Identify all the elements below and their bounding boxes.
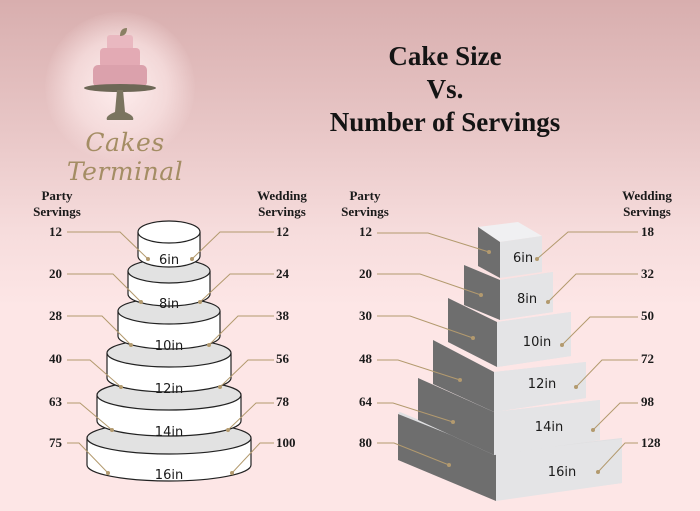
round-cake-figure xyxy=(86,220,252,482)
round-wedding-header-1: Wedding xyxy=(257,188,307,203)
square-tier-8in-label: 8in xyxy=(517,292,537,307)
square-wedding-values: 18 32 50 72 98 128 xyxy=(641,224,661,450)
title-line-1: Cake Size xyxy=(388,41,502,71)
square-party-header-1: Party xyxy=(349,188,381,203)
square-party-16in: 80 xyxy=(359,435,372,450)
square-party-8in: 20 xyxy=(359,266,372,281)
square-wedding-14in: 98 xyxy=(641,394,655,409)
round-wedding-6in: 12 xyxy=(276,224,289,239)
square-tier-14in-label: 14in xyxy=(535,420,563,435)
square-party-values: 12 20 30 48 64 80 xyxy=(359,224,373,450)
round-tier-16in-label: 16in xyxy=(155,468,183,483)
square-wedding-8in: 32 xyxy=(641,266,654,281)
square-wedding-header-1: Wedding xyxy=(622,188,672,203)
round-party-values: 12 20 28 40 63 75 xyxy=(49,224,63,450)
square-tier-10in-label: 10in xyxy=(523,335,551,350)
square-party-10in: 30 xyxy=(359,308,372,323)
square-cake-figure xyxy=(398,222,622,501)
round-wedding-10in: 38 xyxy=(276,308,290,323)
logo-cake-icon xyxy=(84,28,156,120)
square-leader-lines xyxy=(377,231,638,473)
round-wedding-12in: 56 xyxy=(276,351,290,366)
title-line-3: Number of Servings xyxy=(329,107,561,137)
round-party-14in: 63 xyxy=(49,394,63,409)
round-leader-dots xyxy=(106,257,234,475)
round-party-12in: 40 xyxy=(49,351,62,366)
round-party-header-1: Party xyxy=(41,188,73,203)
round-tier-6in-label: 6in xyxy=(159,253,179,268)
round-tier-10in-label: 10in xyxy=(155,339,183,354)
round-wedding-header-2: Servings xyxy=(258,204,306,219)
square-leader-dots xyxy=(447,250,600,474)
square-party-14in: 64 xyxy=(359,394,373,409)
square-party-6in: 12 xyxy=(359,224,372,239)
round-tier-12in-label: 12in xyxy=(155,382,183,397)
square-party-header-2: Servings xyxy=(341,204,389,219)
title-line-2: Vs. xyxy=(426,74,464,104)
round-party-10in: 28 xyxy=(49,308,63,323)
round-wedding-values: 12 24 38 56 78 100 xyxy=(276,224,296,450)
square-tier-6in-label: 6in xyxy=(513,251,533,266)
round-tier-14in-label: 14in xyxy=(155,425,183,440)
square-wedding-10in: 50 xyxy=(641,308,654,323)
square-wedding-12in: 72 xyxy=(641,351,654,366)
round-tier-8in-label: 8in xyxy=(159,297,179,312)
square-wedding-header-2: Servings xyxy=(623,204,671,219)
round-wedding-16in: 100 xyxy=(276,435,296,450)
round-wedding-8in: 24 xyxy=(276,266,290,281)
round-leader-lines xyxy=(67,231,274,474)
square-party-12in: 48 xyxy=(359,351,373,366)
round-party-16in: 75 xyxy=(49,435,63,450)
round-party-header-2: Servings xyxy=(33,204,81,219)
square-tier-12in-label: 12in xyxy=(528,377,556,392)
square-wedding-16in: 128 xyxy=(641,435,661,450)
square-tier-16in-label: 16in xyxy=(548,465,576,480)
round-party-6in: 12 xyxy=(49,224,62,239)
brand-logo-text: Cakes Terminal xyxy=(66,128,184,186)
round-party-8in: 20 xyxy=(49,266,62,281)
round-wedding-14in: 78 xyxy=(276,394,290,409)
page-title: Cake Size Vs. Number of Servings xyxy=(300,40,590,139)
square-wedding-6in: 18 xyxy=(641,224,655,239)
